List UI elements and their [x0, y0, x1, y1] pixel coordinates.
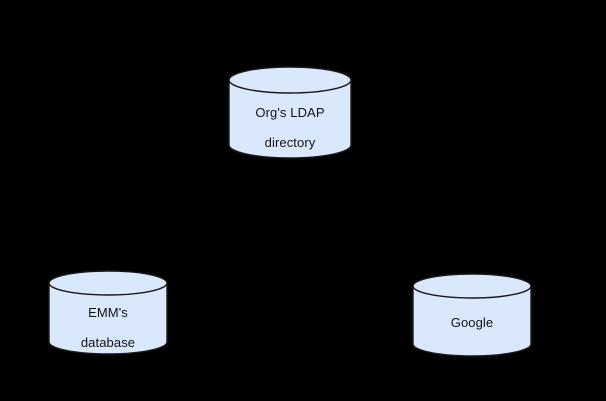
- cylinder-shape-icon: [48, 270, 168, 355]
- cylinder-shape-icon: [412, 273, 532, 357]
- node-emm-database[interactable]: EMM's database: [48, 270, 168, 355]
- node-org-ldap-directory[interactable]: Org's LDAP directory: [228, 66, 352, 159]
- node-google[interactable]: Google: [412, 273, 532, 357]
- cylinder-shape-icon: [228, 66, 352, 159]
